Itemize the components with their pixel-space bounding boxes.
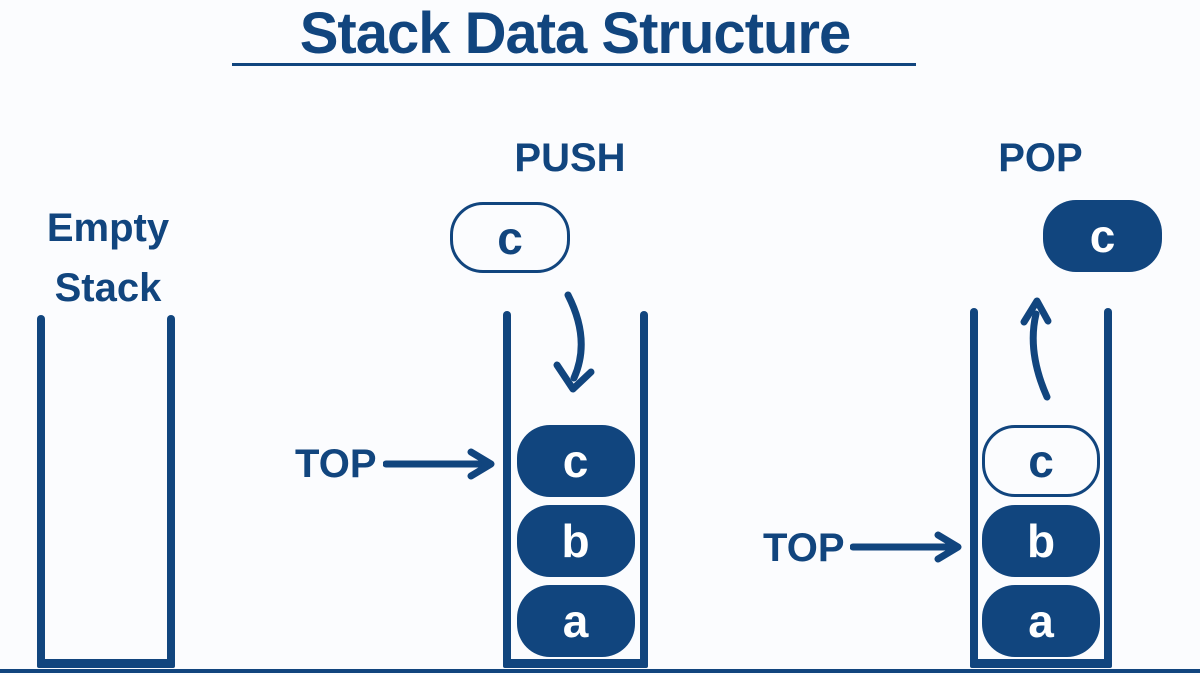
empty-stack-label-line1: Empty — [46, 206, 170, 250]
container-wall-right — [1104, 308, 1112, 666]
container-wall-right — [167, 315, 175, 666]
push-incoming-block: c — [450, 202, 570, 273]
push-top-arrow-icon — [383, 448, 495, 480]
title-underline — [232, 63, 916, 66]
push-operation-label: PUSH — [514, 136, 626, 180]
push-stack-items: c b a — [507, 311, 644, 657]
page-title: Stack Data Structure — [299, 1, 852, 66]
stack-item-b: b — [516, 505, 635, 577]
container-wall-left — [503, 311, 511, 666]
container-wall-left — [37, 315, 45, 666]
container-base — [970, 659, 1112, 668]
container-base — [503, 659, 648, 668]
push-top-label: TOP — [295, 442, 377, 486]
empty-stack-label: Empty Stack — [18, 198, 198, 318]
container-wall-right — [640, 311, 648, 666]
pop-top-label: TOP — [763, 526, 845, 570]
container-base — [37, 659, 175, 668]
pop-operation-label: POP — [998, 136, 1083, 180]
pop-top-arrow-icon — [850, 531, 962, 563]
stack-item-a: a — [982, 585, 1100, 657]
pop-stack-items: c b a — [974, 308, 1108, 657]
stack-item-b: b — [982, 505, 1100, 577]
stack-item-a: a — [516, 585, 635, 657]
pop-popped-block: c — [1043, 200, 1162, 272]
empty-stack-label-line2: Stack — [54, 266, 162, 310]
pop-stack-container: c b a — [970, 308, 1112, 668]
empty-stack-container — [37, 315, 175, 668]
bottom-border-line — [0, 669, 1200, 673]
push-stack-container: c b a — [503, 311, 648, 668]
stack-item-c: c — [516, 425, 635, 497]
container-wall-left — [970, 308, 978, 666]
stack-item-c: c — [982, 425, 1100, 497]
